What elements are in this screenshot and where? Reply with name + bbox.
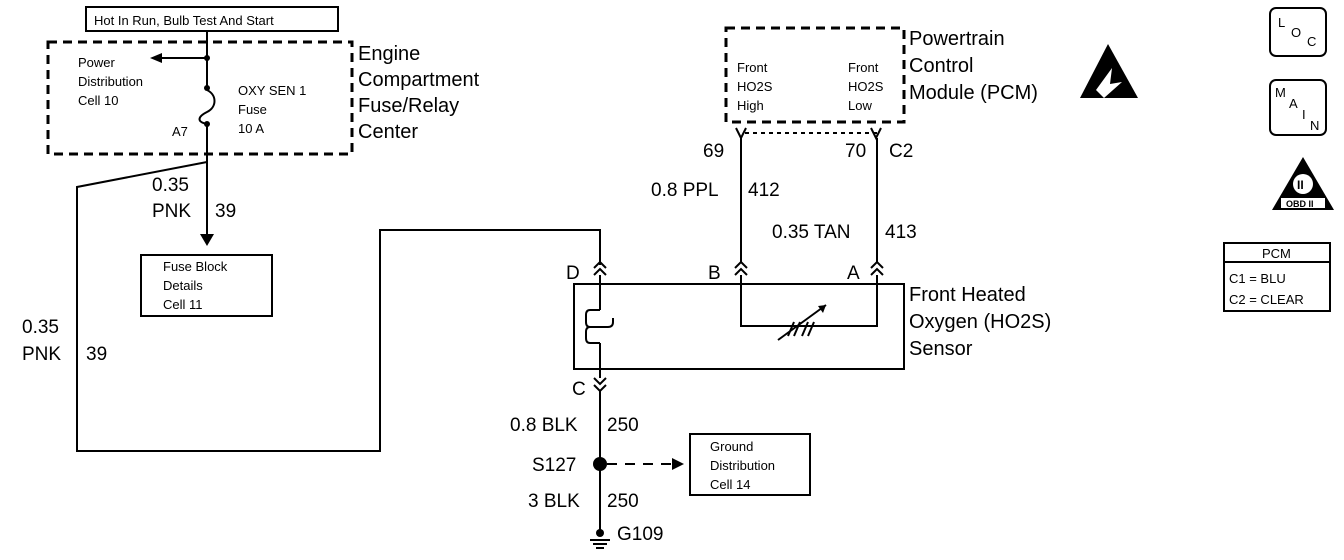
pcm-legend-title: PCM — [1262, 246, 1291, 261]
main-letter-a: A — [1289, 96, 1298, 111]
sensor-cell-circuit — [740, 275, 878, 327]
pcm-legend-c1: C1 = BLU — [1229, 271, 1286, 286]
pcm-high-3: High — [737, 98, 764, 113]
obd-ii-icon: II OBD II — [1272, 157, 1334, 210]
wire-250-lower-label: 3 BLK — [528, 491, 580, 512]
main-letter-m: M — [1275, 85, 1286, 100]
wire-39-upper-gauge: 0.35 — [152, 175, 189, 196]
wire-413-circuit: 413 — [885, 222, 917, 243]
variable-cell-icon — [777, 304, 827, 341]
ground-dist-1: Ground — [710, 439, 753, 454]
ground-label: G109 — [617, 524, 663, 545]
pin-70: 70 — [845, 141, 866, 162]
sensor-title-1: Front Heated — [909, 284, 1026, 306]
wire-39-upper-circuit: 39 — [215, 201, 236, 222]
pcm-low-2: HO2S — [848, 79, 884, 94]
fuse-block-1: Fuse Block — [163, 259, 228, 274]
fuse-block-2: Details — [163, 278, 203, 293]
pin-a: A — [847, 263, 860, 284]
wire-250-lower-circuit: 250 — [607, 491, 639, 512]
fuse-terminal-label: A7 — [172, 124, 188, 139]
pin-a-connector-icon — [870, 260, 884, 276]
ground-dist-2: Distribution — [710, 458, 775, 473]
wire-39-loop — [76, 161, 601, 452]
splice-s127-icon — [593, 457, 607, 471]
ground-icon — [590, 529, 610, 549]
pcm-legend-c2: C2 = CLEAR — [1229, 292, 1304, 307]
fuse-center-title-2: Compartment — [358, 69, 480, 91]
obd-numeral: II — [1297, 178, 1304, 192]
esd-warning-icon — [1080, 44, 1138, 98]
wire-413-label: 0.35 TAN — [772, 222, 851, 243]
wire-39-lower-color: PNK — [22, 344, 61, 365]
splice-label: S127 — [532, 455, 576, 476]
fuse-center-title-4: Center — [358, 121, 418, 143]
pcm-low-3: Low — [848, 98, 872, 113]
pin-b-connector-icon — [734, 260, 748, 276]
wire-39-lower-gauge: 0.35 — [22, 317, 59, 338]
pin-b: B — [708, 263, 721, 284]
power-dist-1: Power — [78, 55, 116, 70]
fuse-center-title-3: Fuse/Relay — [358, 95, 459, 117]
arrow-left-icon — [150, 53, 162, 63]
loc-letter-o: O — [1291, 25, 1301, 40]
ground-dist-3: Cell 14 — [710, 477, 750, 492]
fuse-block-box — [140, 254, 273, 317]
arrow-right-icon — [672, 458, 684, 470]
wire-250-upper-label: 0.8 BLK — [510, 415, 578, 436]
fuse-top-terminal — [204, 85, 210, 91]
loc-letter-l: L — [1278, 15, 1285, 30]
main-icon[interactable]: M A I N — [1269, 79, 1327, 136]
ground-dist-box — [689, 433, 811, 496]
pcm-title-3: Module (PCM) — [909, 82, 1038, 104]
pcm-title-1: Powertrain — [909, 28, 1005, 50]
hot-label: Hot In Run, Bulb Test And Start — [94, 13, 274, 28]
pcm-title-2: Control — [909, 55, 973, 77]
fuse-center-title-1: Engine — [358, 43, 420, 65]
pin-d-connector-icon — [593, 260, 607, 276]
wire-39-upper-color: PNK — [152, 201, 191, 222]
connector-c2: C2 — [889, 141, 913, 162]
pcm-high-2: HO2S — [737, 79, 773, 94]
power-dist-2: Distribution — [78, 74, 143, 89]
power-dist-3: Cell 10 — [78, 93, 118, 108]
splice-dot — [204, 55, 210, 61]
wire-412-circuit: 412 — [748, 180, 780, 201]
pcm-low-1: Front — [848, 60, 879, 75]
pin-d: D — [566, 263, 580, 284]
fuse-block-3: Cell 11 — [163, 297, 203, 312]
wire-250-upper-circuit: 250 — [607, 415, 639, 436]
pin-c-connector-icon — [593, 377, 607, 393]
fuse-name-3: 10 A — [238, 121, 264, 136]
arrow-down-icon — [200, 234, 214, 246]
pcm-box — [724, 26, 906, 124]
fuse-center-box — [46, 40, 354, 156]
sensor-title-2: Oxygen (HO2S) — [909, 311, 1051, 333]
main-letter-i: I — [1302, 107, 1306, 122]
main-letter-n: N — [1310, 118, 1319, 133]
obd-text: OBD II — [1286, 199, 1314, 209]
sensor-box — [573, 283, 905, 370]
wire-39-lower-circuit: 39 — [86, 344, 107, 365]
heater-element-icon — [585, 309, 614, 344]
loc-letter-c: C — [1307, 34, 1316, 49]
pin-69: 69 — [703, 141, 724, 162]
location-icon[interactable]: L O C — [1269, 7, 1327, 57]
pcm-high-1: Front — [737, 60, 768, 75]
fuse-name-1: OXY SEN 1 — [238, 83, 306, 98]
sensor-title-3: Sensor — [909, 338, 973, 360]
hot-label-box — [85, 6, 339, 32]
fuse-icon — [198, 89, 216, 125]
pin-69-connector-icon — [735, 127, 747, 141]
fuse-name-2: Fuse — [238, 102, 267, 117]
pcm-legend-box — [1223, 242, 1331, 312]
wire-412-label: 0.8 PPL — [651, 180, 719, 201]
pin-c: C — [572, 379, 586, 400]
